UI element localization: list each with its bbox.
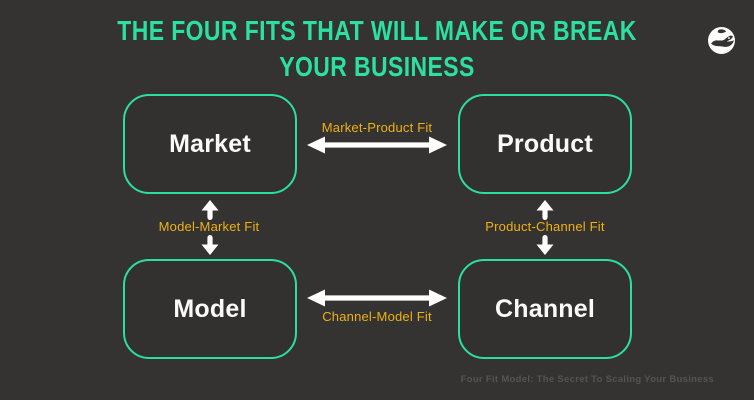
arrow-down-icon: [201, 235, 219, 255]
node-model: Model: [123, 259, 297, 359]
fit-label-channel-model: Channel-Model Fit: [322, 309, 432, 324]
arrow-model-market-down: [200, 235, 220, 260]
fish-logo-icon: [708, 27, 735, 54]
footer-tagline: Four Fit Model: The Secret To Scaling Yo…: [460, 374, 714, 385]
arrow-up-icon: [201, 200, 219, 220]
page-title-line2: YOUR BUSINESS: [279, 51, 475, 82]
node-channel: Channel: [458, 259, 632, 359]
node-market-label: Market: [169, 129, 251, 158]
fit-label-product-channel: Product-Channel Fit: [485, 219, 605, 234]
double-arrow-horizontal-icon: [307, 289, 447, 307]
arrow-channel-model: [307, 288, 447, 313]
arrow-up-icon: [536, 200, 554, 220]
brand-logo: [708, 27, 735, 54]
arrow-product-channel-up: [535, 200, 555, 225]
node-model-label: Model: [173, 294, 247, 323]
node-product: Product: [458, 94, 632, 194]
node-market: Market: [123, 94, 297, 194]
page-title: THE FOUR FITS THAT WILL MAKE OR BREAK YO…: [0, 13, 754, 85]
double-arrow-horizontal-icon: [307, 136, 447, 154]
fit-label-model-market: Model-Market Fit: [158, 219, 260, 234]
arrow-market-product: [307, 135, 447, 160]
node-channel-label: Channel: [494, 294, 596, 323]
arrow-model-market-up: [200, 200, 220, 225]
fit-label-market-product: Market-Product Fit: [321, 120, 433, 135]
node-product-label: Product: [497, 129, 593, 158]
arrow-product-channel-down: [535, 235, 555, 260]
page-title-line1: THE FOUR FITS THAT WILL MAKE OR BREAK: [117, 15, 637, 46]
arrow-down-icon: [536, 235, 554, 255]
